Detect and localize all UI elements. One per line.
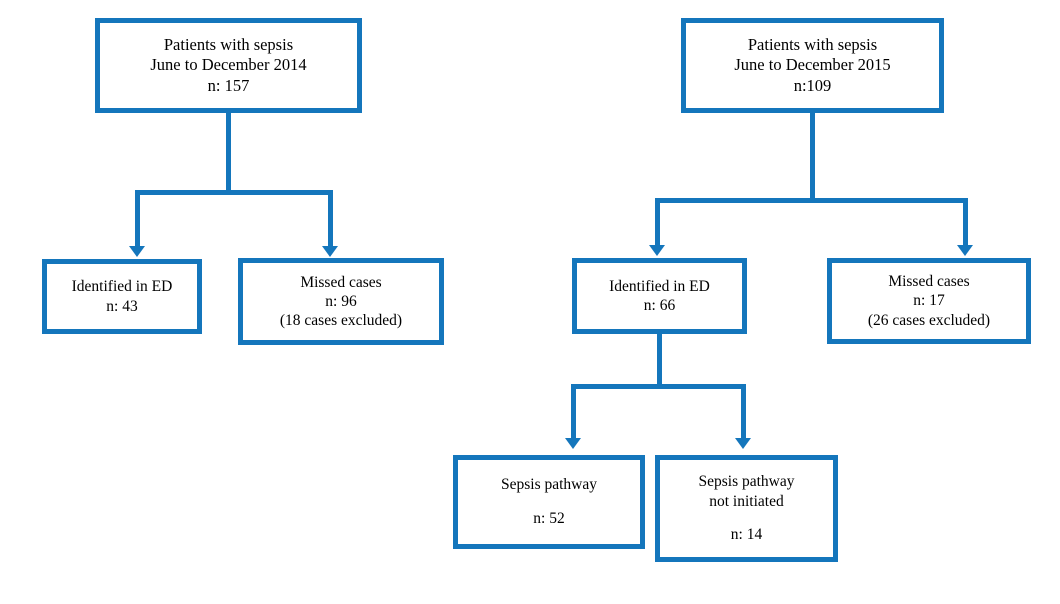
connector-grandchild2-drop: [741, 384, 746, 440]
node-right-child1-line1: Identified in ED: [609, 277, 710, 295]
node-grandchild1-line1: Sepsis pathway: [500, 476, 597, 494]
connector-grandchild1-drop: [571, 384, 576, 440]
node-grandchild1-line3: n: 52: [533, 510, 565, 528]
node-right-root-line2: June to December 2015: [734, 55, 891, 75]
node-left-root-line1: Patients with sepsis: [163, 34, 294, 54]
node-sepsis-pathway: Sepsis pathway n: 52: [453, 455, 645, 549]
connector-right-child1-drop: [655, 198, 660, 248]
connector-right-root-stem: [810, 113, 815, 203]
node-left-root: Patients with sepsis June to December 20…: [95, 18, 362, 113]
connector-left-child1-drop: [135, 190, 140, 249]
arrowhead-left-child2: [322, 246, 338, 257]
node-left-missed-cases: Missed cases n: 96 (18 cases excluded): [238, 258, 444, 345]
connector-left-split-bar: [135, 190, 333, 195]
node-grandchild2-line2: not initiated: [709, 492, 784, 510]
node-right-identified-in-ed: Identified in ED n: 66: [572, 258, 747, 334]
connector-right-split-bar: [655, 198, 968, 203]
node-left-root-line2: June to December 2014: [150, 55, 307, 75]
arrowhead-right-child2: [957, 245, 973, 256]
node-left-child1-line2: n: 43: [106, 297, 138, 315]
node-right-root: Patients with sepsis June to December 20…: [681, 18, 944, 113]
arrowhead-grandchild1: [565, 438, 581, 449]
node-right-root-line1: Patients with sepsis: [747, 34, 878, 54]
node-grandchild2-line1: Sepsis pathway: [698, 473, 795, 491]
node-sepsis-pathway-not-initiated: Sepsis pathway not initiated n: 14: [655, 455, 838, 562]
node-right-child1-line2: n: 66: [643, 297, 676, 314]
arrowhead-left-child1: [129, 246, 145, 257]
node-right-root-line3: n:109: [793, 75, 832, 95]
node-left-child2-line2: n: 96: [325, 292, 357, 310]
node-left-child2-line3: (18 cases excluded): [279, 312, 403, 330]
node-right-child2-line1: Missed cases: [888, 273, 970, 291]
connector-third-level-bar: [571, 384, 746, 389]
node-left-child1-line1: Identified in ED: [71, 278, 173, 296]
node-right-child2-line3: (26 cases excluded): [867, 311, 991, 329]
node-left-identified-in-ed: Identified in ED n: 43: [42, 259, 202, 334]
node-right-child2-line2: n: 17: [913, 292, 945, 310]
connector-right-child2-drop: [963, 198, 968, 248]
node-left-child2-line1: Missed cases: [300, 273, 382, 291]
arrowhead-grandchild2: [735, 438, 751, 449]
node-grandchild2-line3: n: 14: [730, 526, 763, 544]
connector-left-child2-drop: [328, 190, 333, 249]
arrowhead-right-child1: [649, 245, 665, 256]
node-right-missed-cases: Missed cases n: 17 (26 cases excluded): [827, 258, 1031, 344]
connector-right-child1-stem: [657, 334, 662, 389]
node-left-root-line3: n: 157: [207, 75, 250, 95]
connector-left-root-stem: [226, 113, 231, 195]
